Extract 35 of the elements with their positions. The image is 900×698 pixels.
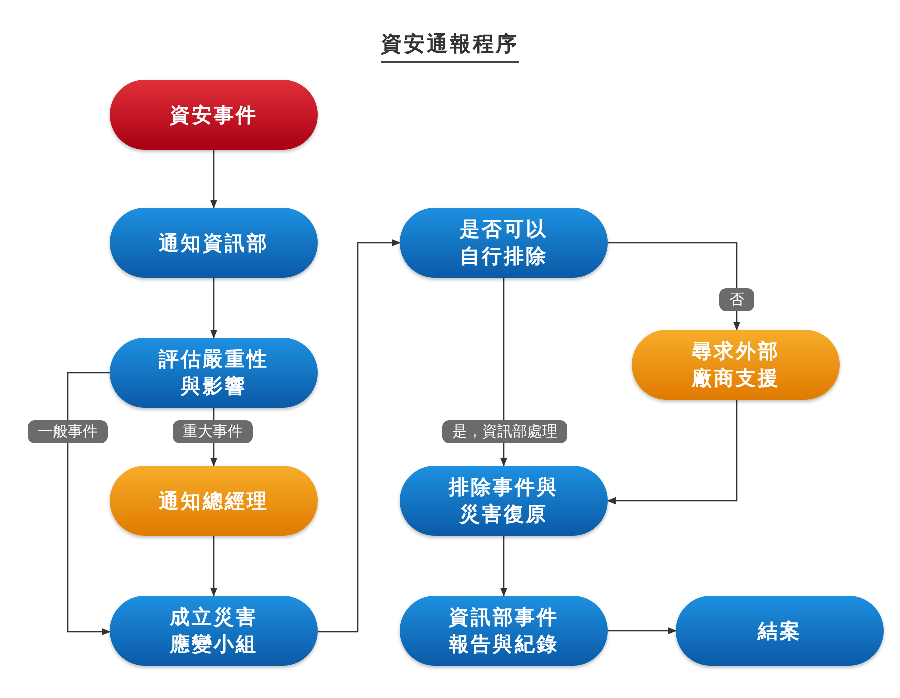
process-pill: [110, 596, 318, 666]
node-label: 結案: [756, 618, 803, 644]
edge-label: 是，資訊部處理: [442, 420, 568, 444]
process-pill: [110, 466, 318, 536]
process-pill: [110, 208, 318, 278]
node-label: 尋求外部廠商支援: [692, 338, 780, 392]
process-pill: [632, 330, 840, 400]
process-pill: [400, 466, 608, 536]
node-label: 通知總經理: [158, 488, 270, 514]
node-label: 通知資訊部: [158, 230, 270, 256]
arrow: [607, 400, 738, 505]
edge-label: 否: [720, 288, 754, 312]
arrow: [210, 278, 218, 339]
diagram-title: 資安通報程序: [381, 30, 519, 63]
node-label: 資訊部事件報告與紀錄: [448, 604, 560, 658]
process-pill: [676, 596, 884, 666]
process-pill: [400, 596, 608, 666]
edge-label: 一般事件: [28, 420, 108, 444]
arrow: [608, 627, 677, 635]
arrow: [210, 536, 218, 597]
arrow: [210, 150, 218, 209]
node-label: 是否可以自行排除: [460, 216, 548, 270]
arrow: [500, 278, 508, 467]
node-label: 排除事件與災害復原: [448, 474, 560, 528]
node-label: 成立災害應變小組: [170, 604, 258, 658]
arrow: [318, 239, 401, 633]
node-label: 資安事件: [170, 102, 258, 128]
node-label: 評估嚴重性與影響: [158, 346, 270, 400]
arrow: [67, 372, 111, 636]
arrow: [608, 242, 741, 331]
process-pill: [110, 338, 318, 408]
edge-label: 重大事件: [173, 420, 253, 444]
arrow: [500, 536, 508, 597]
process-pill: [110, 80, 318, 150]
process-pill: [400, 208, 608, 278]
